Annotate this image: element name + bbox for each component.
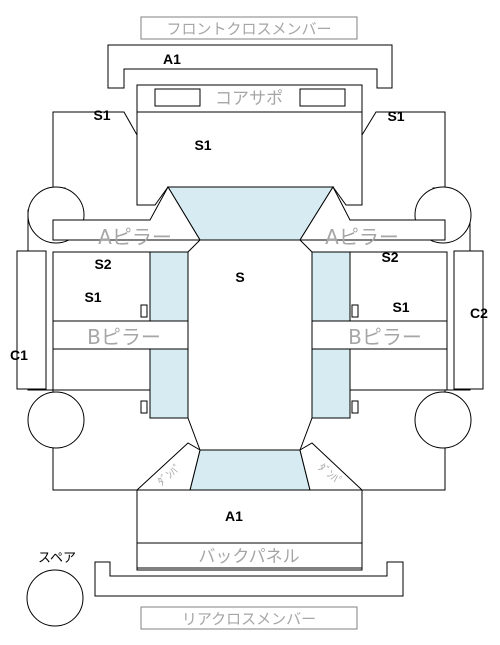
a-pillar-right (299, 185, 446, 241)
left-front-latch (140, 304, 148, 318)
b-pillar-right (311, 320, 448, 350)
rear-cross-member-label: リアクロスメンバー (182, 610, 316, 628)
grade-s2-right: S2 (381, 249, 398, 265)
spare-label: スペア (38, 551, 76, 566)
b-pillar-left-label: Bピラー (87, 325, 161, 349)
grade-s1-mid-right: S1 (392, 299, 409, 315)
b-pillar-left (52, 320, 189, 350)
strut-tower-rear-left (27, 391, 85, 449)
right-front-latch (351, 304, 359, 318)
grade-c2: C2 (470, 305, 488, 321)
core-support-left-slot (154, 88, 201, 107)
core-support-label: コアサポ (215, 89, 283, 109)
grade-s1-top-left: S1 (93, 107, 110, 123)
back-panel-label: バックパネル (198, 547, 299, 567)
grade-s1-mid-left: S1 (84, 289, 101, 305)
rocker-left (16, 250, 47, 390)
grade-s1-center-top: S1 (194, 137, 211, 153)
rear-cross-member-box (140, 606, 358, 630)
grade-a1-top: A1 (163, 51, 181, 67)
spare-tire (26, 569, 84, 627)
grade-s2-left: S2 (94, 256, 111, 272)
left-rear-latch (140, 400, 148, 414)
rear-bumper-reinforcement (94, 561, 404, 597)
rear-window (189, 449, 311, 491)
front-cross-member-box (140, 16, 358, 40)
trunk-lid (136, 489, 363, 544)
a-pillar-left (52, 185, 201, 241)
roof-panel (187, 239, 313, 451)
grade-a1-bottom: A1 (225, 508, 243, 524)
front-bumper-reinforcement (107, 44, 393, 89)
a-pillar-left-label: Aピラー (98, 225, 172, 249)
a-pillar-right-label: Aピラー (325, 225, 399, 249)
grade-s1-top-right: S1 (387, 108, 404, 124)
front-cross-member-label: フロントクロスメンバー (166, 20, 331, 38)
b-pillar-right-label: Bピラー (348, 325, 422, 349)
grade-s-center: S (235, 269, 244, 285)
back-panel-box (136, 542, 363, 569)
grade-c1: C1 (10, 347, 28, 363)
rocker-right (453, 250, 484, 390)
core-support-right-slot (299, 88, 346, 107)
right-rear-latch (351, 400, 359, 414)
strut-tower-rear-right (414, 391, 472, 449)
